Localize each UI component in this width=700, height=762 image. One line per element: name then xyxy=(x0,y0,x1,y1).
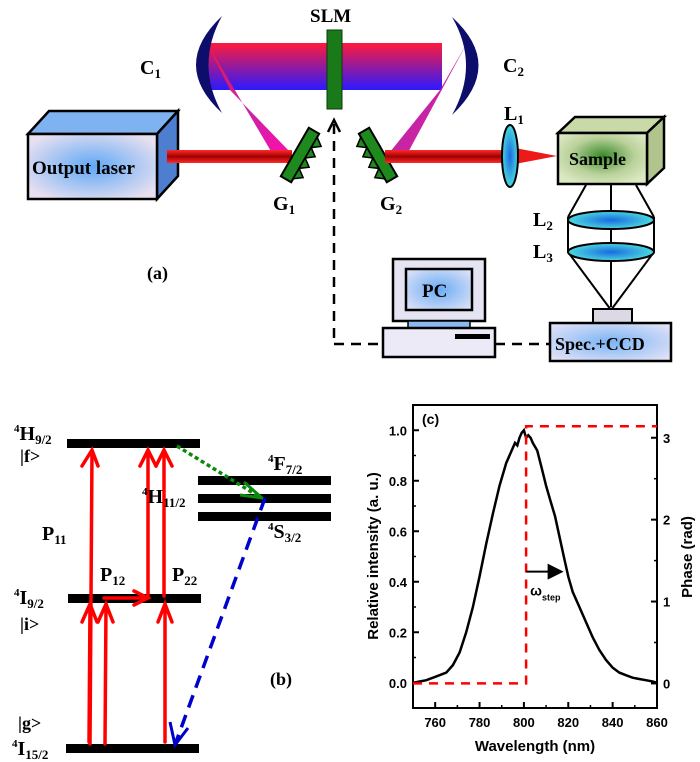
x-ticks: 760 780 800 820 840 860 xyxy=(412,702,668,730)
label-h92: 4H9/2 xyxy=(14,423,52,447)
level-s32 xyxy=(198,512,331,521)
label-s32: 4S3/2 xyxy=(268,521,301,545)
grating-g1-icon xyxy=(279,126,323,184)
lens-l2-icon xyxy=(567,210,655,230)
slm-icon xyxy=(326,29,343,110)
control-line xyxy=(332,124,550,346)
emission-arrow xyxy=(168,497,267,749)
panel-c-label: (c) xyxy=(422,411,439,427)
excitation-arrows xyxy=(80,446,174,746)
panel-c-chart: 760 780 800 820 840 860 0.0 0.2 0.4 0.6 0.8 1.0 0 1… xyxy=(365,404,696,755)
beam-fan-right xyxy=(390,43,467,158)
panel-b: 4H9/2 |f> 4F7/2 4H11/2 4S3/2 4I9/2 |i> |… xyxy=(12,423,331,762)
y-tick-label: 0.0 xyxy=(389,676,407,691)
label-c2: C2 xyxy=(503,55,524,79)
label-g2: G2 xyxy=(380,193,402,217)
phase-step-line xyxy=(413,425,657,685)
label-state-i: |i> xyxy=(20,614,39,634)
label-slm: SLM xyxy=(310,6,351,27)
label-f72: 4F7/2 xyxy=(268,453,302,477)
y2-ticks: 0 1 2 3 xyxy=(651,431,670,691)
output-laser-icon xyxy=(25,107,181,203)
output-beam xyxy=(385,150,510,163)
x-tick-label: 840 xyxy=(602,715,624,730)
level-f72 xyxy=(198,476,331,485)
y2-tick-label: 1 xyxy=(663,595,670,610)
panel-a: C1 C2 SLM Output laser G1 xyxy=(25,6,673,363)
label-i152: 4I15/2 xyxy=(12,738,48,762)
x-tick-label: 860 xyxy=(646,715,668,730)
x-axis-label: Wavelength (nm) xyxy=(475,738,595,755)
label-l3: L3 xyxy=(533,241,553,265)
y2-tick-label: 2 xyxy=(663,513,670,528)
label-spec-ccd: Spec.+CCD xyxy=(555,334,645,354)
label-output-laser: Output laser xyxy=(32,158,135,179)
focused-beam xyxy=(515,148,557,164)
x-tick-label: 780 xyxy=(469,715,491,730)
level-h92 xyxy=(67,439,200,448)
panel-b-label: (b) xyxy=(270,669,292,690)
x-tick-label: 800 xyxy=(513,715,535,730)
label-p11: P11 xyxy=(42,523,67,547)
label-c1: C1 xyxy=(140,57,161,81)
collection-optics xyxy=(567,184,655,311)
label-pc: PC xyxy=(422,281,447,302)
y2-axis-label: Phase (rad) xyxy=(679,516,696,598)
control-arrowhead-icon xyxy=(326,117,342,133)
spectrometer-ccd-icon xyxy=(548,321,673,363)
label-p22: P22 xyxy=(172,564,197,588)
x-tick-label: 760 xyxy=(424,715,446,730)
curved-mirror-c2-icon xyxy=(452,17,479,115)
y-tick-label: 0.2 xyxy=(389,625,407,640)
y2-tick-label: 3 xyxy=(663,431,670,446)
y-tick-label: 0.8 xyxy=(389,474,407,489)
input-beam xyxy=(167,150,292,163)
beam-fan-left xyxy=(207,43,290,158)
y-tick-label: 0.6 xyxy=(389,524,407,539)
label-l2: L2 xyxy=(533,209,553,233)
label-l1: L1 xyxy=(504,103,524,127)
pc-icon xyxy=(381,257,497,359)
label-state-f: |f> xyxy=(20,446,40,466)
label-state-g: |g> xyxy=(18,713,41,733)
sample-icon xyxy=(554,114,668,187)
panel-a-label: (a) xyxy=(147,263,168,284)
label-i92: 4I9/2 xyxy=(14,587,44,611)
y2-tick-label: 0 xyxy=(663,676,670,691)
spectrum-line xyxy=(412,427,658,685)
label-g1: G1 xyxy=(273,193,295,217)
y-tick-label: 0.4 xyxy=(389,575,408,590)
plot-frame xyxy=(412,404,658,709)
lens-l3-icon xyxy=(567,242,655,262)
y-tick-label: 1.0 xyxy=(389,423,407,438)
relaxation-arrow xyxy=(176,444,267,501)
label-h112: 4H11/2 xyxy=(142,486,185,510)
label-p12: P12 xyxy=(100,564,125,588)
grating-g2-icon xyxy=(355,126,399,184)
dispersed-beam xyxy=(207,43,442,90)
y-ticks: 0.0 0.2 0.4 0.6 0.8 1.0 xyxy=(389,404,419,709)
y-axis-label: Relative intensity (a. u.) xyxy=(365,472,382,640)
label-sample: Sample xyxy=(569,149,626,169)
ccd-mount xyxy=(592,308,633,324)
x-tick-label: 820 xyxy=(557,715,579,730)
level-i152 xyxy=(66,744,199,753)
omega-step-label: ωstep xyxy=(530,583,561,603)
curved-mirror-c1-icon xyxy=(196,16,222,113)
lens-l1-icon xyxy=(501,124,519,188)
